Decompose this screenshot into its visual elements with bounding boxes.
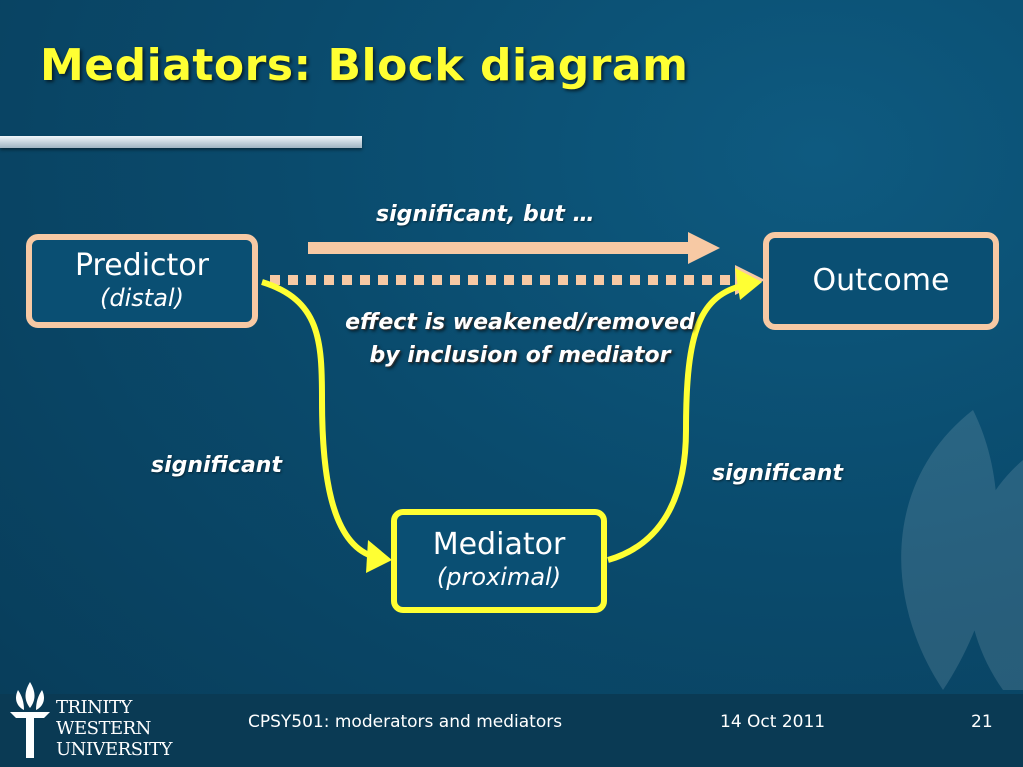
path-b-arrowhead	[735, 268, 762, 300]
path-b-label: significant	[712, 461, 843, 486]
footer-bar	[0, 694, 1023, 767]
direct-effect-arrowhead	[688, 232, 720, 264]
logo-line-1: TRINITY	[56, 697, 132, 718]
effect-note: effect is weakened/removed by inclusion …	[300, 306, 740, 372]
mediator-sublabel: (proximal)	[436, 563, 562, 591]
effect-note-line1: effect is weakened/removed	[345, 310, 695, 335]
predictor-box: Predictor (distal)	[26, 234, 258, 328]
background-leaf-watermark	[901, 410, 1023, 690]
university-logo-icon	[10, 682, 50, 758]
path-a-curve	[261, 279, 376, 560]
path-a-arrowhead	[366, 540, 392, 573]
predictor-label: Predictor	[74, 248, 210, 283]
path-b-curve	[607, 282, 746, 563]
mediator-label: Mediator	[432, 527, 566, 562]
logo-line-2: WESTERN	[56, 718, 151, 739]
title-underline	[0, 136, 362, 148]
direct-effect-label: significant, but …	[376, 202, 595, 227]
slide-number: 21	[971, 712, 993, 732]
logo-line-3: UNIVERSITY	[56, 739, 173, 760]
outcome-box: Outcome	[763, 232, 999, 330]
outcome-label: Outcome	[812, 263, 950, 298]
predictor-sublabel: (distal)	[100, 284, 184, 312]
slide-title: Mediators: Block diagram	[40, 40, 689, 91]
mediator-box: Mediator (proximal)	[391, 509, 607, 613]
effect-note-line2: by inclusion of mediator	[369, 343, 671, 368]
university-logo-text: TRINITY WESTERN UNIVERSITY	[56, 697, 173, 760]
path-a-label: significant	[151, 453, 282, 478]
footer-course: CPSY501: moderators and mediators	[248, 712, 563, 732]
diagram-arrows	[261, 232, 765, 573]
footer-date: 14 Oct 2011	[720, 712, 826, 732]
